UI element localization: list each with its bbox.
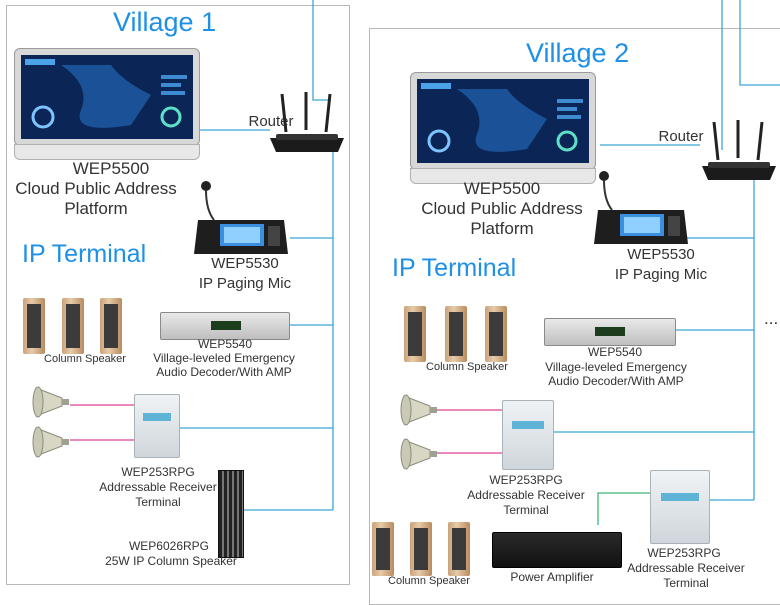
v2-paging-mic-icon: [594, 171, 688, 244]
v2-decoder-name-1: Village-leveled Emergency: [545, 360, 687, 374]
v2-bottom-column-speaker-label: Column Speaker: [388, 575, 470, 587]
v2-column-speaker-2: [445, 306, 467, 362]
v2-receiver-2-model: WEP253RPG: [647, 546, 721, 560]
v2-uplink-line: [739, 0, 780, 86]
v2-horn-speaker-1-icon: [400, 394, 437, 426]
v1-router-label: Router: [248, 113, 294, 130]
v1-ipspk-name: 25W IP Column Speaker: [105, 554, 237, 568]
v1-column-speaker-label: Column Speaker: [44, 353, 126, 365]
v1-ip-terminal-title: IP Terminal: [22, 240, 147, 268]
v1-receiver-icon: [134, 394, 180, 458]
v2-decoder-icon: [544, 318, 676, 346]
v2-ip-terminal-title: IP Terminal: [392, 254, 517, 282]
v1-platform-model: WEP5500: [72, 159, 150, 178]
v2-decoder-name-2: Audio Decoder/With AMP: [548, 374, 684, 388]
v1-platform-monitor: [14, 48, 200, 166]
v2-dashboard-screen: [417, 79, 589, 163]
v2-bottom-column-speaker-2: [410, 522, 432, 576]
v1-horn-speaker-2-icon: [32, 426, 69, 458]
v2-horn-speaker-2-icon: [400, 438, 437, 470]
v2-column-speaker-label: Column Speaker: [426, 361, 508, 373]
v1-mic-name: IP Paging Mic: [198, 275, 292, 292]
v2-bottom-column-speaker-3: [448, 522, 470, 576]
v1-mic-model: WEP5530: [211, 255, 279, 272]
v2-receiver-name-2: Terminal: [503, 503, 549, 517]
v1-ip-column-speaker-icon: [218, 470, 244, 558]
village-2-title: Village 2: [526, 38, 630, 68]
v1-decoder-name-1: Village-leveled Emergency: [153, 351, 295, 365]
v2-receiver-2-name-1: Addressable Receiver: [627, 561, 745, 575]
v1-column-speaker-2: [62, 298, 84, 354]
v1-paging-mic-icon: [194, 181, 288, 254]
v2-platform-monitor: [410, 72, 596, 190]
v2-mic-name: IP Paging Mic: [614, 266, 708, 283]
village-1-title: Village 1: [113, 7, 217, 37]
v2-router-icon: [702, 120, 776, 180]
v2-receiver-2-name-2: Terminal: [663, 576, 709, 590]
v2-platform-name-1: Cloud Public Address: [421, 199, 583, 218]
v2-receiver-icon: [502, 400, 554, 470]
v1-decoder-model: WEP5540: [197, 337, 253, 351]
v1-receiver-name-2: Terminal: [135, 495, 181, 509]
v2-bottom-column-speaker-1: [372, 522, 394, 576]
v2-column-speaker-1: [404, 306, 426, 362]
v2-mic-model: WEP5530: [627, 246, 695, 263]
v1-receiver-name-1: Addressable Receiver: [99, 480, 217, 494]
v2-amp-label: Power Amplifier: [510, 570, 594, 584]
v1-decoder-icon: [160, 312, 290, 340]
v2-power-amplifier-icon: [492, 532, 622, 568]
v1-router-icon: [270, 92, 344, 152]
v1-dashboard-screen: [21, 55, 193, 139]
v2-receiver-name-1: Addressable Receiver: [467, 488, 585, 502]
v2-column-speaker-3: [485, 306, 507, 362]
continuation-ellipsis: ...: [764, 309, 779, 328]
v1-horn-speaker-1-icon: [32, 386, 69, 418]
v1-decoder-name-2: Audio Decoder/With AMP: [156, 365, 292, 379]
v2-receiver-2-icon: [650, 470, 710, 544]
v1-column-speaker-3: [100, 298, 122, 354]
v2-decoder-model: WEP5540: [587, 345, 643, 359]
v1-receiver-model: WEP253RPG: [121, 465, 195, 479]
v1-uplink-line: [312, 0, 330, 101]
v1-platform-name-2: Platform: [64, 199, 128, 218]
v2-platform-model: WEP5500: [463, 179, 541, 198]
v2-router-label: Router: [658, 128, 704, 145]
v2-platform-name-2: Platform: [470, 219, 534, 238]
v1-platform-name-1: Cloud Public Address: [15, 179, 177, 198]
v2-receiver-model: WEP253RPG: [489, 473, 563, 487]
v1-column-speaker-1: [23, 298, 45, 354]
v1-ipspk-model: WEP6026RPG: [128, 539, 210, 553]
